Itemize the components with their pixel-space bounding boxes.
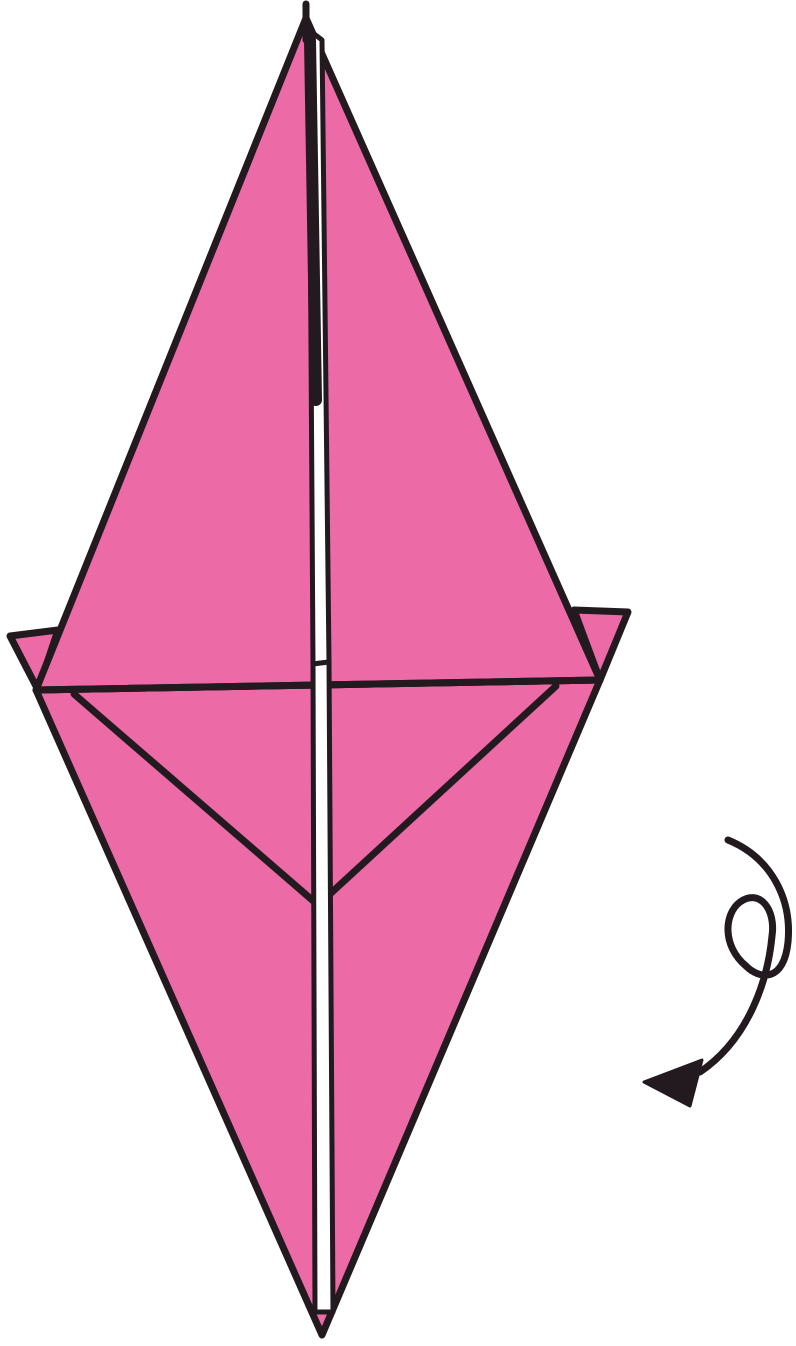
center-crease-upper: [310, 40, 316, 400]
center-gap-lower: [313, 662, 333, 1312]
turn-over-arrow-icon: [644, 840, 789, 1106]
